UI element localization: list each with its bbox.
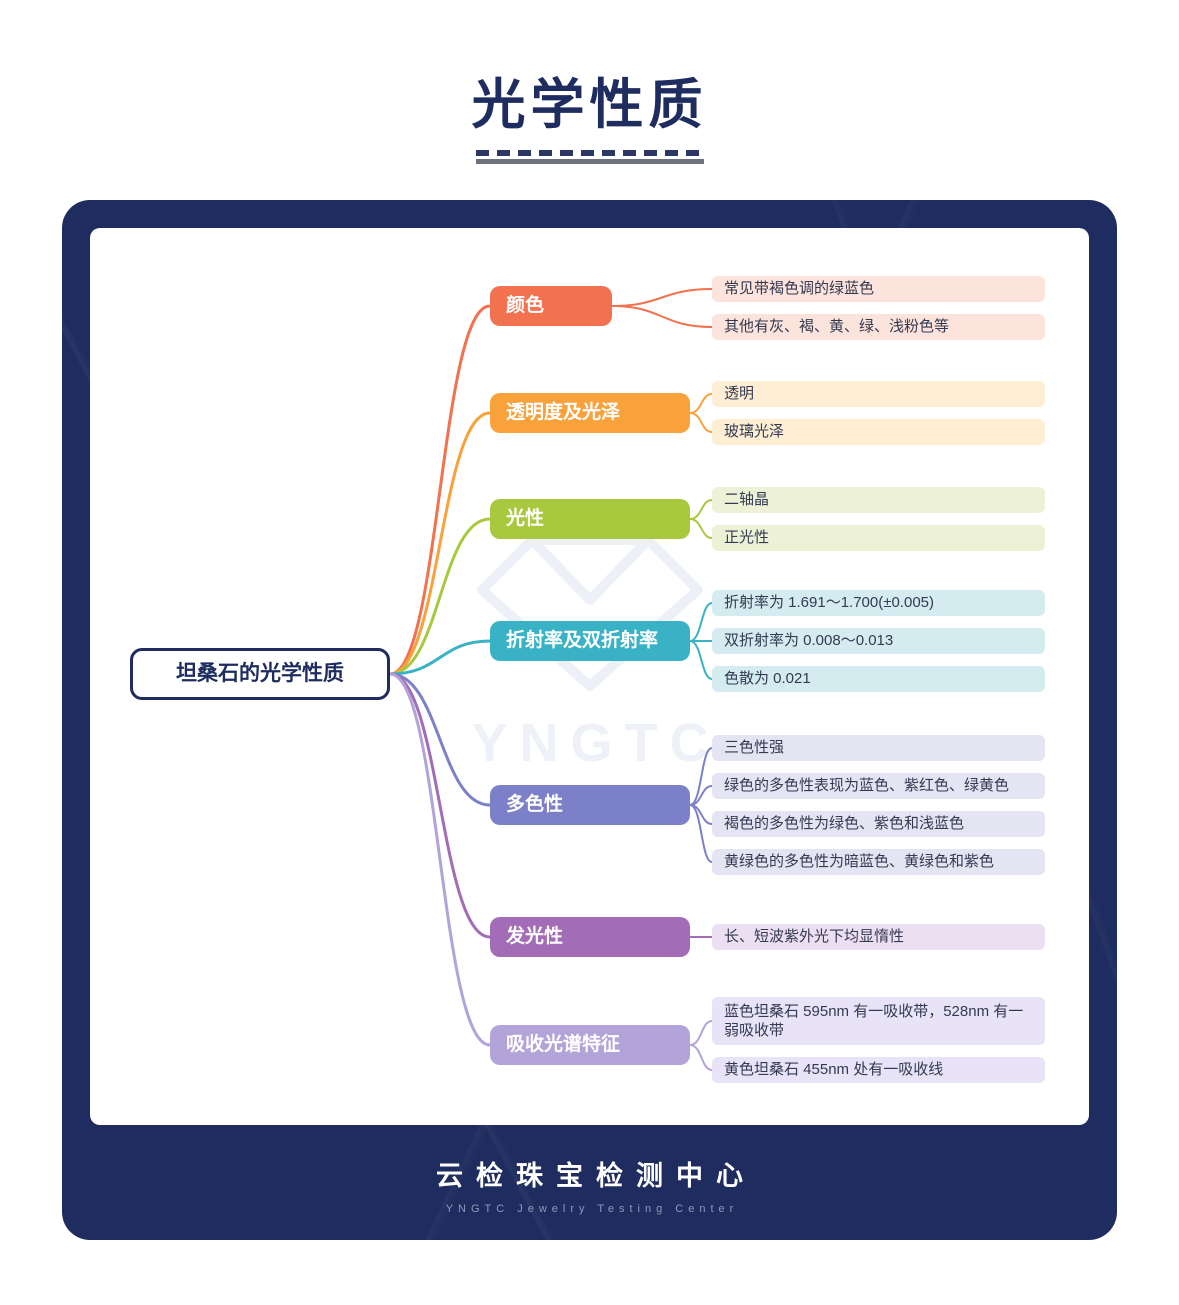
connector-line [689,412,713,433]
branch-node-absorption-spectrum: 吸收光谱特征 [490,1025,690,1065]
footer: 云检珠宝检测中心 YNGTC Jewelry Testing Center [62,1128,1117,1240]
branch-node-luminescence: 发光性 [490,917,690,957]
leaf-node: 黄绿色的多色性为暗蓝色、黄绿色和紫色 [712,849,1045,875]
connector-line [689,747,713,806]
root-node: 坦桑石的光学性质 [130,648,390,700]
branch-node-pleochroism: 多色性 [490,785,690,825]
connector-line [388,639,492,676]
leaf-node: 绿色的多色性表现为蓝色、紫红色、绿黄色 [712,773,1045,799]
connector-line [689,1020,713,1046]
leaf-node: 透明 [712,381,1045,407]
connector-line [689,393,713,414]
leaf-node: 长、短波紫外光下均显惰性 [712,924,1045,950]
connector-line [689,640,713,680]
connector-line [689,499,713,520]
leaf-node: 二轴晶 [712,487,1045,513]
connector-line [611,305,713,328]
watermark-text: YNGTC [471,713,721,773]
connector-line [388,517,492,676]
connector-line [689,602,713,642]
leaf-node: 玻璃光泽 [712,419,1045,445]
footer-subtitle: YNGTC Jewelry Testing Center [445,1202,739,1215]
mindmap-connectors [388,288,713,1071]
mindmap-canvas: YNGTC [90,228,1089,1125]
poster-frame: YNGTC [62,200,1117,1240]
connector-line [689,518,713,539]
branch-node-color: 颜色 [490,286,612,326]
leaf-node: 褐色的多色性为绿色、紫色和浅蓝色 [712,811,1045,837]
leaf-node: 黄色坦桑石 455nm 处有一吸收线 [712,1057,1045,1083]
branch-node-optic-character: 光性 [490,499,690,539]
title-underline-shadow [476,159,704,164]
connector-line [689,804,713,863]
footer-name: 云检珠宝检测中心 [436,1160,756,1191]
leaf-node: 三色性强 [712,735,1045,761]
connector-line [388,411,492,676]
leaf-node: 色散为 0.021 [712,666,1045,692]
diamond-facet [528,536,652,605]
connector-line [388,304,492,676]
branch-node-refractive-index: 折射率及双折射率 [490,621,690,661]
connector-line [611,288,713,307]
leaf-node: 折射率为 1.691～1.700(±0.005) [712,590,1045,616]
connector-line [388,672,492,939]
leaf-node: 蓝色坦桑石 595nm 有一吸收带，528nm 有一弱吸收带 [712,997,1045,1045]
leaf-node: 常见带褐色调的绿蓝色 [712,276,1045,302]
branch-node-transparency-luster: 透明度及光泽 [490,393,690,433]
watermark: YNGTC [420,528,760,774]
title-underline [476,150,704,164]
leaf-node: 其他有灰、褐、黄、绿、浅粉色等 [712,314,1045,340]
leaf-node: 双折射率为 0.008～0.013 [712,628,1045,654]
connector-line [388,672,492,1047]
connector-line [689,1044,713,1071]
page-title: 光学性质 [471,75,708,135]
title-underline-dashes [476,150,704,156]
leaf-node: 正光性 [712,525,1045,551]
connector-line [388,672,492,807]
